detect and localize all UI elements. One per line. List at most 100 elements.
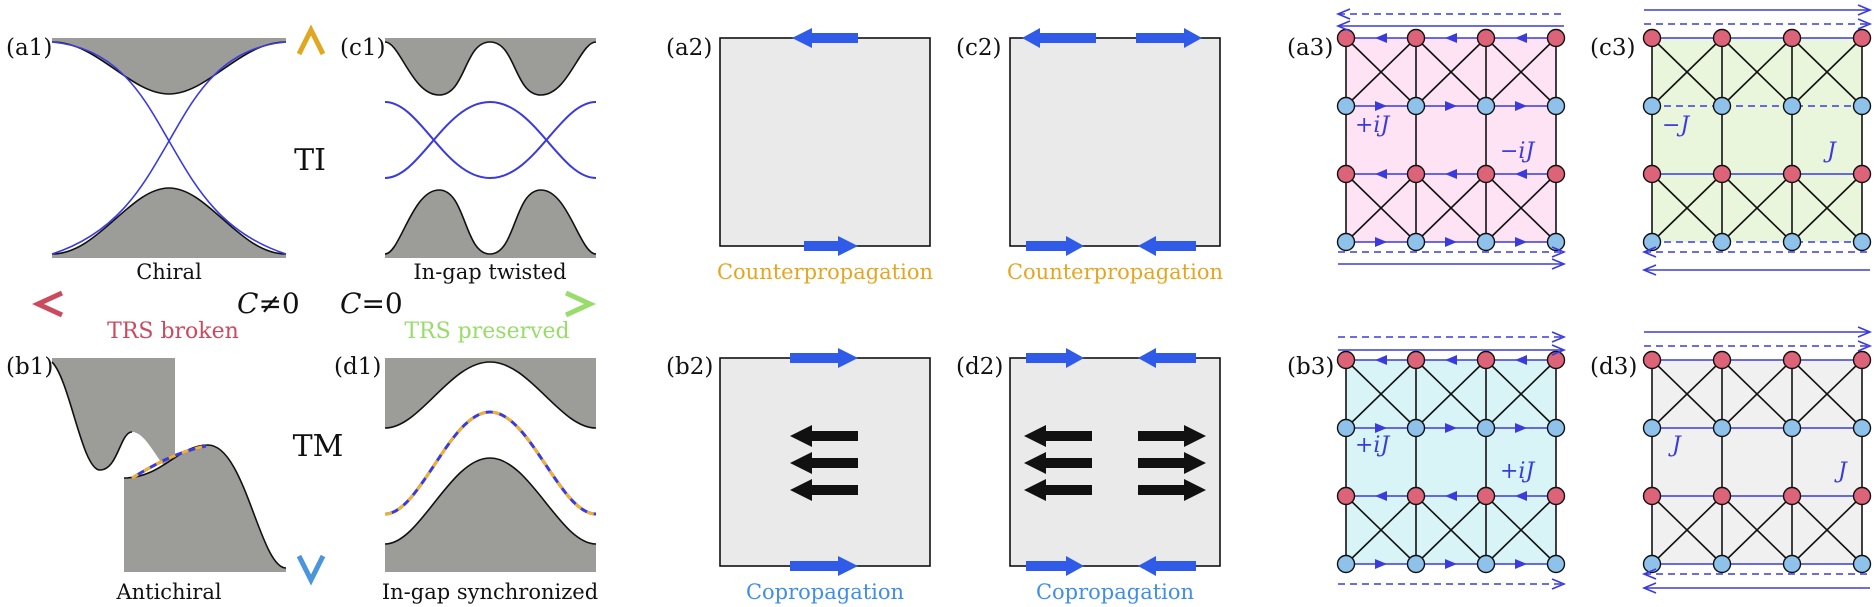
panel-label: (c3) [1590, 35, 1635, 61]
coupling-label: +iJ [1500, 459, 1535, 484]
panel-d3: (d3)JJ [1590, 326, 1873, 594]
panel-caption: Chiral [136, 260, 202, 284]
site-blue [1336, 96, 1356, 116]
ti-arrowhead [296, 24, 326, 56]
arrow-icon [1641, 568, 1657, 580]
arrow-icon [1375, 33, 1387, 43]
arrow-icon [1138, 425, 1206, 447]
site-red [1336, 164, 1356, 184]
arrow-icon [1026, 236, 1084, 256]
site-blue [1476, 96, 1496, 116]
arrow-icon [1375, 101, 1387, 111]
arrow-icon [1515, 491, 1527, 501]
ti-label: TI [294, 143, 326, 178]
coupling-label: J [1823, 139, 1837, 164]
cross-bond [1721, 495, 1793, 565]
panel-label: (b1) [6, 354, 53, 380]
site-blue [1782, 96, 1802, 116]
arrow-icon [1024, 425, 1092, 447]
cross-bond [1651, 359, 1723, 429]
site-red [1712, 164, 1732, 184]
site-blue [1546, 232, 1566, 252]
panel-label: (a2) [666, 35, 712, 61]
edge-state-2 [51, 41, 287, 255]
panel-caption: Copropagation [746, 580, 904, 604]
site-blue [1712, 96, 1732, 116]
arrow-icon [1445, 33, 1457, 43]
site-blue [1852, 96, 1872, 116]
upper-band [385, 358, 596, 428]
arrow-icon [1024, 452, 1092, 474]
trs-broken-arrowhead [31, 290, 64, 318]
tm-arrowhead [296, 554, 326, 586]
arrow-icon [1136, 28, 1202, 48]
site-red [1476, 486, 1496, 506]
arrow-icon [1515, 355, 1527, 365]
site-red [1782, 350, 1802, 370]
cross-bond [1485, 173, 1557, 243]
coupling-label: −iJ [1500, 139, 1535, 164]
arrow-icon [1375, 355, 1387, 365]
site-red [1642, 164, 1662, 184]
site-red [1476, 350, 1496, 370]
site-red [1476, 28, 1496, 48]
site-blue [1852, 554, 1872, 574]
arrow-icon [1445, 559, 1457, 569]
panel-c1: (c1) In-gap twisted [340, 35, 597, 284]
arrow-icon [1445, 423, 1457, 433]
cross-bond [1651, 173, 1723, 243]
arrow-icon [1375, 169, 1387, 179]
arrow-icon [1375, 559, 1387, 569]
arrow-icon [790, 556, 858, 576]
trs-preserved-label: TRS preserved [404, 319, 569, 344]
site-blue [1782, 418, 1802, 438]
cross-bond [1345, 359, 1417, 429]
edge-state-2 [384, 100, 597, 179]
site-blue [1336, 418, 1356, 438]
edge-state-1 [384, 101, 597, 180]
cross-bond [1415, 495, 1487, 565]
panel-label: (a1) [6, 35, 52, 61]
c-nonzero-label: C≠0 [237, 287, 300, 320]
coupling-label: +iJ [1355, 433, 1390, 458]
arrow-icon [1138, 556, 1196, 576]
panel-c2: (c2) Counterpropagation [956, 28, 1223, 284]
arrow-icon [1515, 423, 1527, 433]
site-blue [1476, 418, 1496, 438]
site-blue [1642, 96, 1662, 116]
site-red [1546, 28, 1566, 48]
arrow-icon [1857, 340, 1873, 352]
site-red [1852, 28, 1872, 48]
panel-label: (a3) [1287, 35, 1333, 61]
cross-bond [1345, 495, 1417, 565]
site-blue [1406, 554, 1426, 574]
site-red [1782, 28, 1802, 48]
cross-bond [1345, 173, 1417, 243]
coupling-label: J [1834, 459, 1848, 484]
cross-bond [1791, 495, 1863, 565]
site-blue [1336, 554, 1356, 574]
cross-bond [1721, 37, 1793, 107]
arrow-icon [1445, 101, 1457, 111]
panel-box [719, 37, 931, 247]
site-red [1642, 350, 1662, 370]
panel-label: (d2) [956, 354, 1003, 380]
cross-bond [1721, 359, 1793, 429]
cross-bond [1415, 37, 1487, 107]
site-blue [1546, 554, 1566, 574]
site-red [1406, 350, 1426, 370]
arrow-icon [1138, 236, 1196, 256]
panel-label: (b2) [666, 354, 713, 380]
arrow-icon [1375, 237, 1387, 247]
site-red [1406, 486, 1426, 506]
panel-b1: (b1) Antichiral [6, 354, 287, 604]
panel-caption: Antichiral [115, 580, 221, 604]
arrow-icon [790, 425, 858, 447]
site-red [1642, 28, 1662, 48]
panel-caption: Copropagation [1036, 580, 1194, 604]
arrow-icon [1641, 246, 1657, 258]
site-red [1336, 350, 1356, 370]
cross-bond [1721, 173, 1793, 243]
arrow-icon [1024, 479, 1092, 501]
